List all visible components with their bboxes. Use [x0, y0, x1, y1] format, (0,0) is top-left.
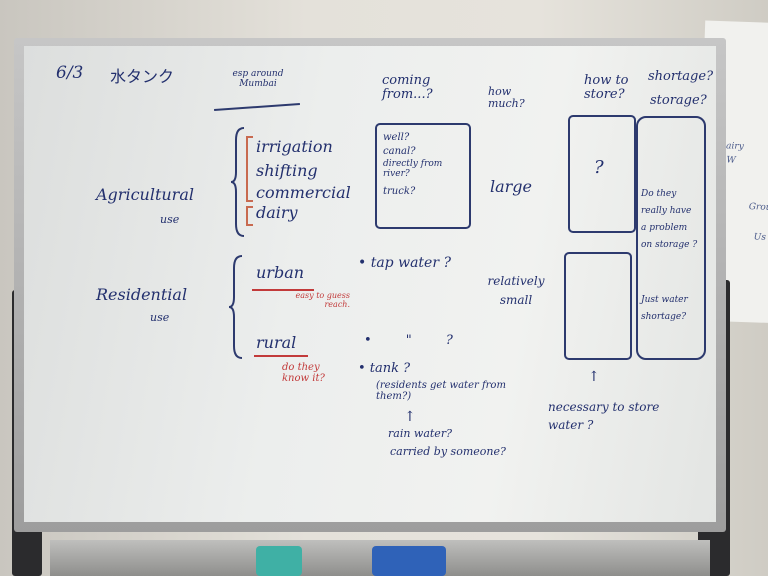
arrow-up-icon: ↑	[588, 369, 600, 385]
paper-text: W	[726, 155, 736, 166]
source: well?	[383, 132, 410, 143]
necessary: necessary to store water ?	[548, 400, 660, 432]
source: directly from river?	[383, 159, 443, 179]
rural: rural	[256, 333, 297, 352]
col-storage: storage?	[650, 93, 707, 108]
store-box-res	[564, 252, 632, 360]
agri-item: dairy	[256, 203, 298, 222]
rural-underline	[254, 355, 308, 357]
store-box-agri	[568, 115, 636, 233]
residential-sub: use	[150, 311, 170, 324]
source: canal?	[383, 146, 416, 157]
res-amount: relatively small	[487, 274, 545, 308]
store-mark: ?	[594, 157, 604, 178]
agricultural-label: Agricultural	[96, 185, 194, 204]
sources-box	[375, 123, 471, 229]
rural-note: do they know it?	[282, 362, 325, 384]
title-jp: 水タンク	[110, 67, 175, 86]
rain-water: rain water?	[388, 427, 452, 440]
carried: carried by someone?	[390, 445, 506, 458]
ditto: • " ?	[364, 333, 453, 348]
source: truck?	[383, 186, 416, 197]
col-how-to-store: how to store?	[584, 73, 629, 103]
agri-item: shifting	[256, 161, 318, 180]
col-how-much: how much?	[488, 85, 525, 111]
tank-note: (residents get water from them?)	[376, 380, 506, 402]
agricultural-sub: use	[160, 213, 180, 226]
eraser-blue[interactable]	[372, 546, 446, 576]
brace	[228, 255, 243, 359]
tank: • tank ?	[358, 361, 411, 376]
side-q1: Do they really have a problem on storage…	[641, 189, 698, 251]
agri-amount: large	[490, 177, 533, 196]
agri-item: commercial	[256, 183, 351, 202]
paper-text: Groun	[748, 202, 768, 214]
eraser-teal[interactable]	[256, 546, 302, 576]
shortage-box	[636, 116, 706, 360]
tap-water: • tap water ?	[358, 255, 451, 271]
note: esp around Mumbai	[232, 69, 284, 89]
side-q2: Just water shortage?	[641, 295, 688, 323]
agri-item: irrigation	[256, 137, 333, 156]
paper-text: Us	[753, 232, 767, 243]
red-bracket	[246, 136, 253, 202]
brace	[230, 127, 245, 237]
date: 6/3	[56, 63, 84, 83]
col-shortage: shortage?	[648, 69, 714, 84]
whiteboard	[24, 46, 716, 522]
col-coming-from: coming from...?	[382, 73, 433, 103]
residential-label: Residential	[96, 285, 188, 304]
urban-underline	[252, 289, 314, 291]
urban: urban	[256, 263, 305, 282]
arrow-up-icon: ↑	[404, 409, 416, 425]
urban-note: easy to guess reach.	[295, 291, 350, 309]
red-bracket	[246, 206, 253, 226]
